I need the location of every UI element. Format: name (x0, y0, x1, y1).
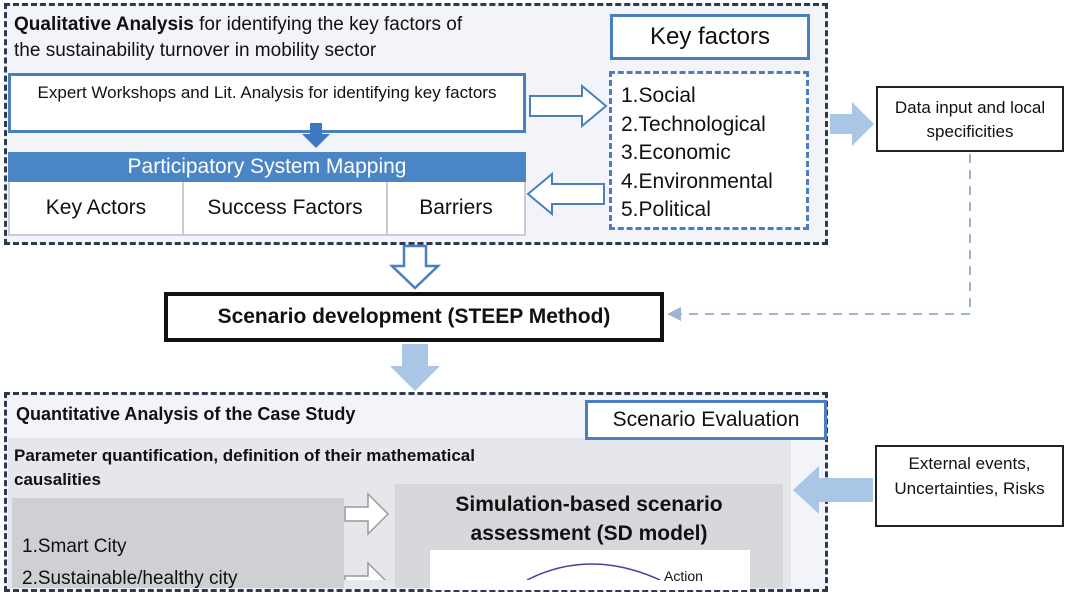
simulation-assessment-title: Simulation-based scenario assessment (SD… (455, 493, 723, 545)
arrow-right-icon (344, 492, 390, 536)
psm-cell-barriers: Barriers (386, 182, 524, 234)
key-factor-item: 3.Economic (621, 141, 731, 164)
key-factors-list: 1.Social 2.Technological 3.Economic 4.En… (609, 71, 809, 230)
scenario-item: 1.Smart City (22, 536, 127, 557)
participatory-system-mapping-header: Participatory System Mapping (8, 152, 526, 182)
scenario-development-box: Scenario development (STEEP Method) (164, 292, 664, 342)
connector-arrows (302, 83, 971, 580)
arrow-down-icon (302, 123, 330, 148)
key-factor-item: 1.Social (621, 84, 696, 107)
arrow-right-icon (830, 102, 874, 146)
arrow-right-icon (344, 561, 387, 580)
external-events-box: External events, Uncertainties, Risks (875, 445, 1064, 527)
psm-cell-success-factors: Success Factors (182, 182, 386, 234)
parameter-quantification-title: Parameter quantification, definition of … (14, 446, 475, 489)
psm-cell-key-actors: Key Actors (45, 196, 147, 219)
qualitative-analysis-title: Qualitative Analysis for identifying the… (14, 12, 574, 64)
qualitative-title-rest: for identifying the key factors of (193, 14, 463, 35)
key-factor-item: 2.Technological (621, 112, 766, 136)
scenario-evaluation-box: Scenario Evaluation (585, 400, 827, 440)
quantitative-analysis-title: Quantitative Analysis of the Case Study (16, 404, 356, 424)
arrow-down-icon (388, 244, 442, 290)
qualitative-title-bold: Qualitative Analysis (14, 14, 194, 35)
data-input-box: Data input and local specificities (876, 86, 1064, 152)
arrow-down-icon (390, 344, 440, 391)
key-factor-item: 5.Political (621, 198, 711, 221)
arrow-right-icon (529, 83, 608, 129)
participatory-system-mapping-row: Key Actors Success Factors Barriers (8, 182, 526, 236)
arrow-left-icon (526, 171, 605, 217)
key-factor-item: 4.Environmental (621, 169, 773, 193)
sd-loop-icon (526, 563, 661, 580)
expert-workshops-box: Expert Workshops and Lit. Analysis for i… (8, 73, 526, 133)
qualitative-title-line2: the sustainability turnover in mobility … (14, 40, 377, 61)
key-factors-title: Key factors (610, 14, 810, 60)
arrow-left-icon (793, 466, 873, 514)
arrow-left-icon (667, 307, 681, 321)
dashed-connector (680, 154, 971, 315)
